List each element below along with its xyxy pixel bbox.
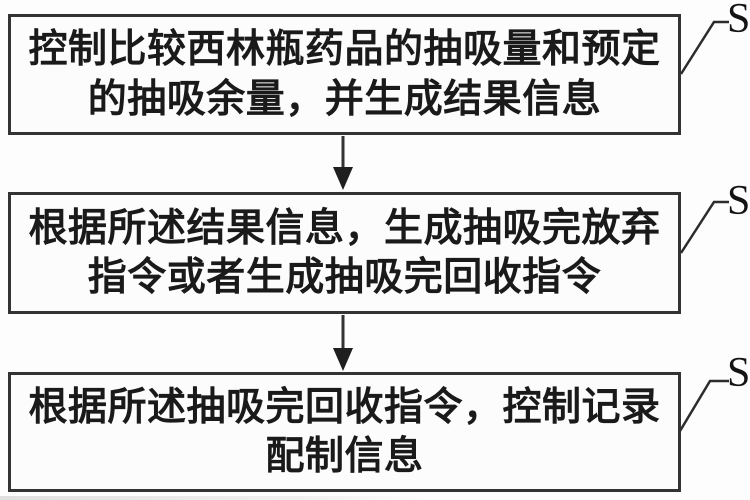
flow-arrow-1-head [333, 167, 353, 190]
scan-artifact-smudge [0, 496, 430, 500]
flow-step-1-leader-line [679, 20, 729, 75]
flow-step-1-line-2: 的抽吸余量，并生成结果信息 [87, 77, 602, 121]
flow-step-2-line-2: 指令或者生成抽吸完回收指令 [87, 256, 602, 299]
flow-step-2-box: 根据所述结果信息，生成抽吸完放弃 指令或者生成抽吸完回收指令 [8, 192, 681, 314]
flow-step-2-leader-line [679, 200, 729, 254]
flow-step-3-line-2: 配制信息 [265, 435, 424, 478]
flow-step-3-leader-line [678, 379, 729, 432]
flow-arrow-2-head [333, 348, 353, 371]
flow-step-1-box: 控制比较西林瓶药品的抽吸量和预定 的抽吸余量，并生成结果信息 [8, 14, 681, 135]
flow-step-3-label: S [727, 350, 750, 396]
flow-step-2-line-1: 根据所述结果信息，生成抽吸完放弃 [28, 206, 661, 250]
flow-step-2-text: 根据所述结果信息，生成抽吸完放弃 指令或者生成抽吸完回收指令 [28, 204, 660, 302]
flow-step-1-text: 控制比较西林瓶药品的抽吸量和预定 的抽吸余量，并生成结果信息 [28, 25, 660, 123]
flow-step-3-line-1: 根据所述抽吸完回收指令，控制记录 [28, 385, 661, 429]
flow-step-3-text: 根据所述抽吸完回收指令，控制记录 配制信息 [28, 383, 660, 481]
flow-step-1-line-1: 控制比较西林瓶药品的抽吸量和预定 [28, 28, 661, 72]
flow-step-3-box: 根据所述抽吸完回收指令，控制记录 配制信息 [8, 372, 681, 492]
flow-step-1-label: S [727, 0, 750, 42]
flow-step-2-label: S [727, 178, 750, 224]
